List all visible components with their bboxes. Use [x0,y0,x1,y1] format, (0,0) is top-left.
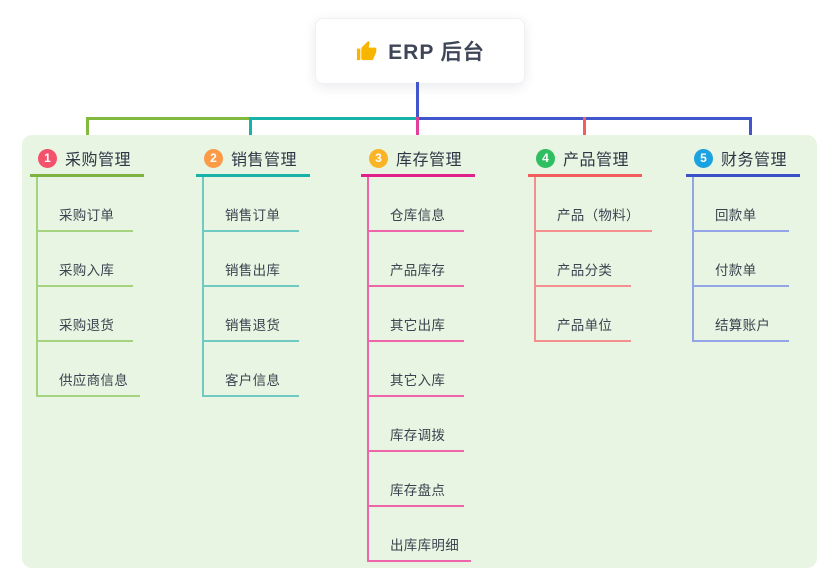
root-label: ERP 后台 [388,41,485,64]
branch-badge-3: 3 [369,148,388,168]
connector-drop-purchase [86,117,89,144]
branch-children: 回款单 付款单 结算账户 [692,177,800,342]
branch-node-product[interactable]: 4 产品管理 [528,146,642,177]
branch-product: 4 产品管理 产品（物料） 产品分类 产品单位 [528,146,652,342]
branch-node-finance[interactable]: 5 财务管理 [686,146,800,177]
connector-root-stem [416,82,419,118]
branch-children: 销售订单 销售出库 销售退货 客户信息 [202,177,310,397]
branch-badge-5: 5 [694,148,713,168]
branch-children: 产品（物料） 产品分类 产品单位 [534,177,652,342]
branch-node-inventory[interactable]: 3 库存管理 [361,146,475,177]
root-node[interactable]: ERP 后台 [315,18,525,84]
branch-label: 财务管理 [721,152,788,169]
branch-label: 销售管理 [231,152,298,169]
connector-drop-sales [249,117,252,144]
branch-badge-2: 2 [204,148,223,168]
branch-label: 采购管理 [65,152,132,169]
branch-sales: 2 销售管理 销售订单 销售出库 销售退货 客户信息 [196,146,310,397]
branches-panel [22,135,817,568]
branch-label: 产品管理 [563,152,630,169]
branch-node-purchase[interactable]: 1 采购管理 [30,146,144,177]
branch-label: 库存管理 [396,152,463,169]
branch-badge-4: 4 [536,148,555,168]
connector-drop-product [583,117,586,144]
connector-drop-finance [749,117,752,144]
branch-children: 仓库信息 产品库存 其它出库 其它入库 库存调拨 库存盘点 出库库明细 [367,177,475,562]
branch-purchase: 1 采购管理 采购订单 采购入库 采购退货 供应商信息 [30,146,144,397]
branch-node-sales[interactable]: 2 销售管理 [196,146,310,177]
connector-bus-teal [249,117,418,120]
branch-badge-1: 1 [38,148,57,168]
branch-finance: 5 财务管理 回款单 付款单 结算账户 [686,146,800,342]
connector-bus-green [86,117,251,120]
connector-drop-inventory [416,117,419,144]
branch-inventory: 3 库存管理 仓库信息 产品库存 其它出库 其它入库 库存调拨 库存盘点 出库库… [361,146,475,562]
thumbs-up-icon [357,40,377,60]
branch-children: 采购订单 采购入库 采购退货 供应商信息 [36,177,144,397]
